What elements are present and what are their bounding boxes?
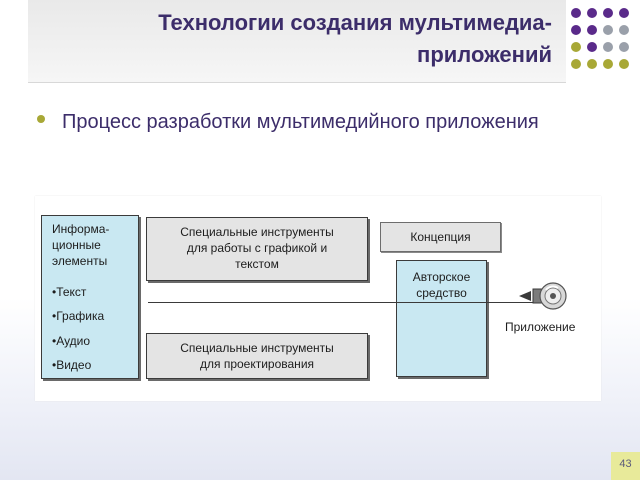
bullet-dot-icon (37, 115, 45, 123)
info-elements-heading: Информа- ционные элементы (52, 221, 109, 269)
page-number-badge: 43 (611, 452, 640, 480)
info-item-video: •Видео (52, 358, 92, 372)
decorative-dot (587, 25, 597, 35)
design-tools-line: Специальные инструменты (180, 341, 334, 355)
design-tools-line: для проектирования (199, 357, 315, 371)
info-heading-line: ционные (52, 238, 101, 252)
authoring-line: средство (416, 286, 467, 300)
info-item-audio: •Аудио (52, 334, 91, 348)
decorative-dot (587, 8, 597, 18)
info-heading-line: Информа- (52, 222, 110, 236)
design-tools-box: Специальные инструменты для проектирован… (146, 333, 368, 379)
decorative-dot (571, 8, 581, 18)
decorative-dot (619, 42, 629, 52)
decorative-dot (619, 25, 629, 35)
decorative-dots-icon (571, 8, 629, 69)
decorative-dot (603, 25, 613, 35)
decorative-dot (619, 8, 629, 18)
title-bar: Технологии создания мультимедиа- приложе… (28, 0, 566, 83)
info-item-text: •Текст (52, 285, 87, 299)
decorative-dot (619, 59, 629, 69)
bullet-text: Процесс разработки мультимедийного прило… (62, 111, 539, 133)
concept-box: Концепция (380, 222, 501, 252)
decorative-dot (571, 42, 581, 52)
cd-drive-icon (519, 282, 567, 310)
graphics-tools-box: Специальные инструменты для работы с гра… (146, 217, 368, 281)
application-label: Приложение (505, 320, 576, 334)
info-item-graphics: •Графика (52, 309, 105, 323)
info-heading-line: элементы (52, 254, 108, 268)
decorative-dot (587, 59, 597, 69)
slide-title-line-1: Технологии создания мультимедиа- (158, 10, 552, 35)
authoring-line: Авторское (412, 270, 471, 284)
decorative-dot (603, 59, 613, 69)
decorative-dot (571, 25, 581, 35)
flow-arrow-line (148, 302, 543, 303)
slide-title-line-2: приложений (417, 42, 552, 67)
decorative-dot (587, 42, 597, 52)
authoring-tool-box: Авторское средство (396, 260, 487, 377)
graphics-tools-line: текстом (235, 257, 279, 271)
decorative-dot (603, 42, 613, 52)
decorative-dot (603, 8, 613, 18)
process-diagram: Информа- ционные элементы •Текст •График… (35, 196, 601, 401)
info-elements-box: Информа- ционные элементы •Текст •График… (41, 215, 139, 379)
arrow-right-icon (519, 291, 531, 301)
graphics-tools-line: Специальные инструменты (180, 225, 334, 239)
decorative-dot (571, 59, 581, 69)
graphics-tools-line: для работы с графикой и (186, 241, 328, 255)
